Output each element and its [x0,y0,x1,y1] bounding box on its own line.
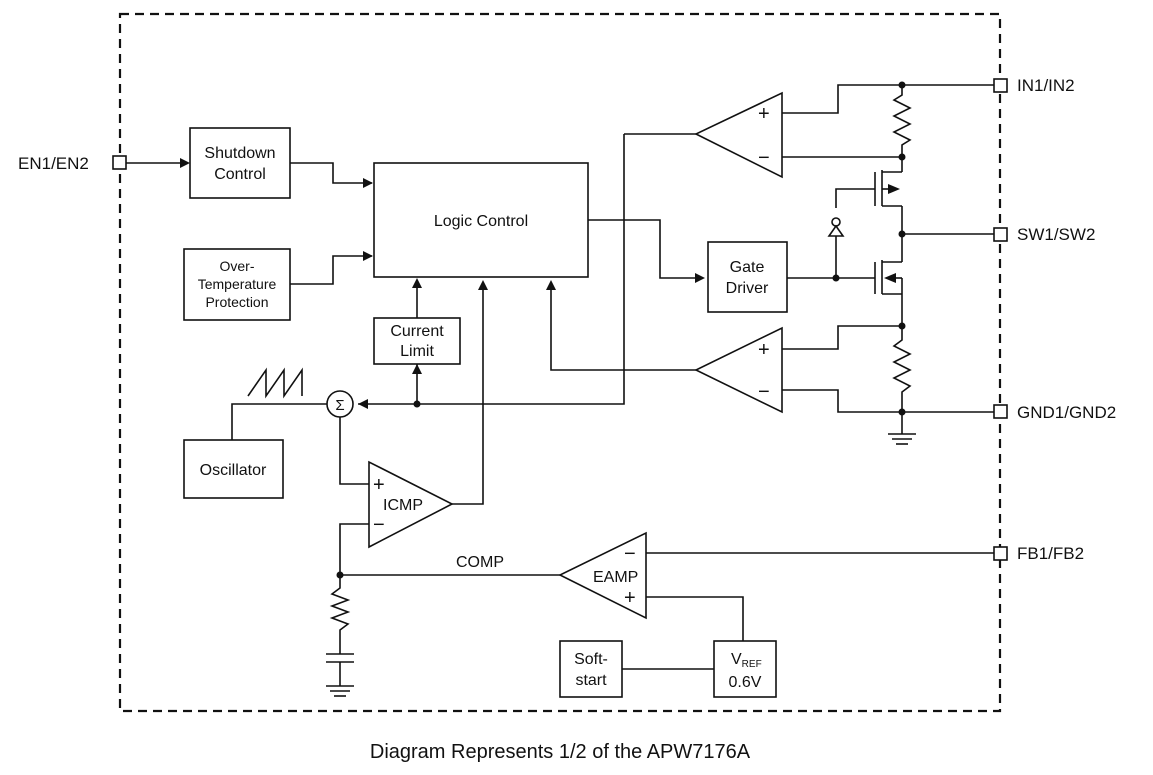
bottom-current-comparator [694,326,783,414]
high-side-fet-arrow [888,184,900,194]
inverter-triangle [827,224,845,237]
junction-dots [336,81,906,579]
icmp-plus: + [373,474,385,496]
top-comparator-plus: + [758,103,770,125]
shutdown-label-1: Shutdown [204,145,275,162]
otp-label-3: Protection [205,294,268,310]
wires [126,84,994,697]
top-comparator-minus: − [758,147,770,169]
summing-node [326,390,354,418]
pin-gnd-label: GND1/GND2 [1017,403,1116,422]
ramp-waveform [247,367,303,399]
top-current-comparator [694,91,783,179]
pin-en-label: EN1/EN2 [18,154,89,173]
soft-start-block [559,640,623,698]
low-side-fet-arrow [884,273,896,283]
gate-driver-label-2: Driver [726,280,769,297]
bottom-comparator-minus: − [758,381,770,403]
icmp-minus: − [373,514,385,536]
pin-sw-label: SW1/SW2 [1017,225,1095,244]
icmp-label: ICMP [383,497,423,514]
oscillator-block [183,439,284,499]
vref-label: VREF [731,651,762,670]
bottom-comparator-plus: + [758,339,770,361]
eamp-plus: + [624,587,636,609]
otp-label-1: Over- [220,258,255,274]
otp-block [183,248,291,321]
pin-en-square [112,155,127,170]
logic-control-label: Logic Control [434,213,528,230]
diagram-caption: Diagram Represents 1/2 of the APW7176A [370,741,751,763]
eamp-label: EAMP [593,569,638,586]
pin-gnd-square [993,404,1008,419]
eamp-minus: − [624,543,636,565]
gate-driver-block [707,241,788,313]
shutdown-label-2: Control [214,166,266,183]
shutdown-control-block [189,127,291,199]
current-limit-label-2: Limit [400,343,434,360]
otp-label-2: Temperature [198,276,277,292]
summing-symbol: Σ [335,397,344,414]
vref-value: 0.6V [729,674,762,691]
comp-net-label: COMP [456,554,504,571]
pin-fb-square [993,546,1008,561]
soft-start-label-1: Soft- [574,651,608,668]
logic-control-block [373,162,589,278]
pin-in-label: IN1/IN2 [1017,76,1075,95]
current-limit-block [373,317,461,365]
chip-boundary [118,12,1002,713]
gate-driver-label-1: Gate [730,259,765,276]
pin-in-square [993,78,1008,93]
error-amplifier [558,531,647,620]
pin-fb-label: FB1/FB2 [1017,544,1084,563]
soft-start-label-2: start [575,672,607,689]
pin-sw-square [993,227,1008,242]
icmp-comparator [368,460,454,549]
oscillator-label: Oscillator [200,462,267,479]
current-limit-label-1: Current [390,323,444,340]
arrowheads [180,158,705,409]
vref-block [713,640,777,698]
